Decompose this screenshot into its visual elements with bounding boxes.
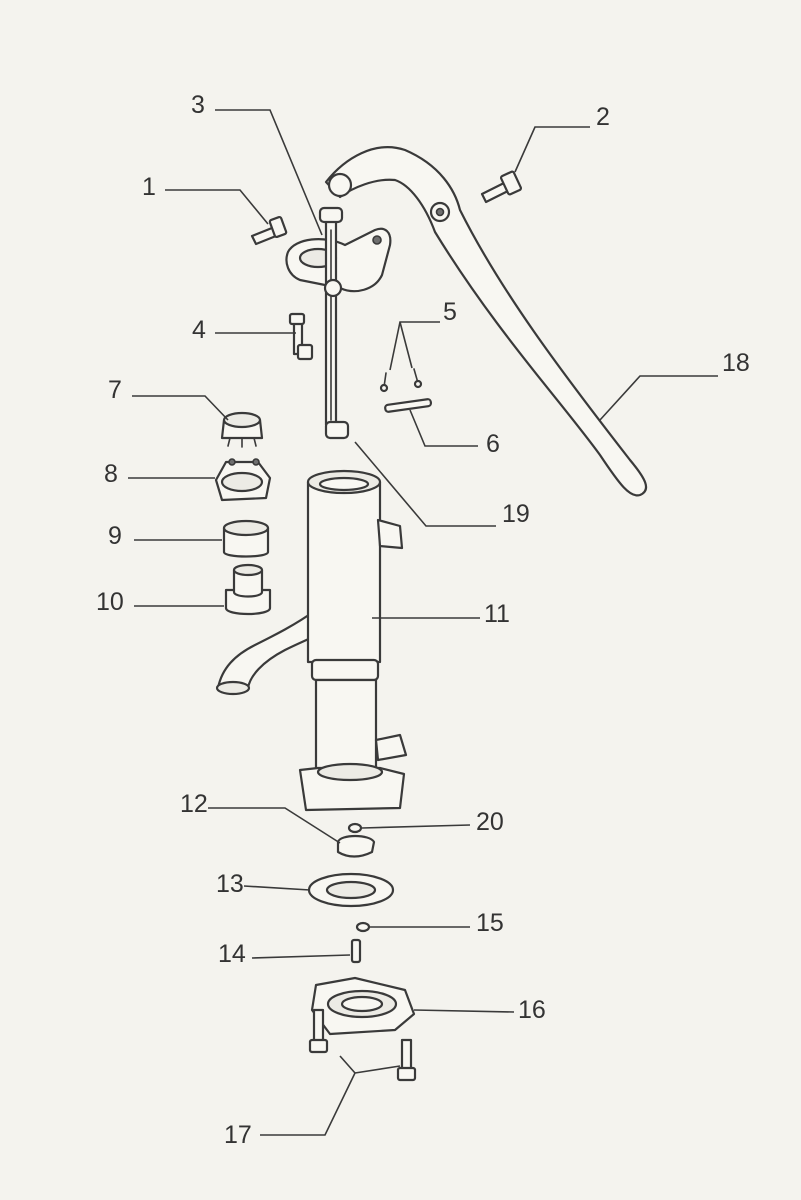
part-axle-pin [384,398,433,413]
part-base-flange [310,976,416,1036]
callout-8: 8 [104,460,118,488]
callout-1: 1 [142,173,156,201]
callout-6: 6 [486,430,500,458]
callout-3: 3 [191,91,205,119]
callout-17: 17 [224,1121,252,1149]
part-gasket [307,872,395,908]
leader-lines [128,109,718,1136]
part-handle [324,146,648,497]
part-pump-rod [318,206,350,440]
callout-15: 15 [476,909,504,937]
callout-20: 20 [476,808,504,836]
part-bolt-1 [250,215,288,246]
part-pump-body [215,469,408,812]
part-base-bolts [308,1008,417,1082]
part-leather-ring [222,519,270,558]
part-cotter-pins [379,368,423,393]
part-bolt-4 [288,312,314,361]
part-plunger [214,458,272,502]
callout-12: 12 [180,790,208,818]
part-check-valve [336,822,376,858]
part-screw [350,921,371,964]
callout-9: 9 [108,522,122,550]
callout-11: 11 [484,600,510,628]
part-valve-cage [220,411,264,448]
callout-18: 18 [722,349,750,377]
callout-5: 5 [443,298,457,326]
callout-16: 16 [518,996,546,1024]
callout-19: 19 [502,500,530,528]
callout-13: 13 [216,870,244,898]
callout-4: 4 [192,316,206,344]
part-foot-valve [224,563,272,616]
callout-2: 2 [596,103,610,131]
callout-10: 10 [96,588,124,616]
part-bolt-2 [480,170,523,204]
callout-7: 7 [108,376,122,404]
callout-14: 14 [218,940,246,968]
